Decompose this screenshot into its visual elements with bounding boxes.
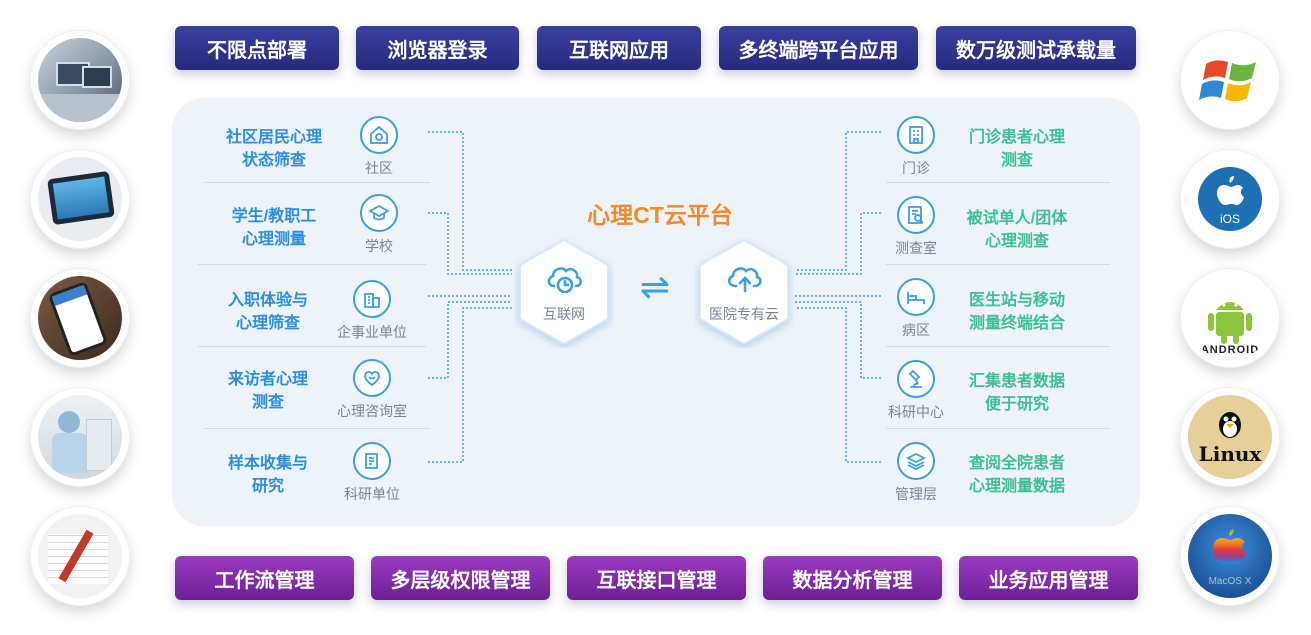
feature-pill-bottom[interactable]: 数据分析管理	[763, 556, 942, 600]
internet-node[interactable]: 互联网	[514, 236, 614, 348]
feature-pill-top[interactable]: 浏览器登录	[356, 26, 519, 70]
ios-logo: iOS	[1181, 150, 1279, 248]
feature-pill-top[interactable]: 互联网应用	[537, 26, 701, 70]
exchange-arrows-icon: ⇌	[639, 266, 671, 307]
research-center-icon	[897, 360, 935, 398]
left-item-title: 学生/教职工心理测量	[231, 208, 317, 248]
linux-logo: Linux	[1181, 388, 1279, 486]
clinic-icon	[897, 116, 935, 154]
management-icon	[897, 442, 935, 480]
rainbow-apple-icon	[1213, 529, 1246, 564]
left-item-title: 样本收集与研究	[227, 455, 308, 495]
test-room-icon	[897, 196, 935, 234]
divider	[886, 428, 1110, 429]
office-photo	[31, 31, 129, 129]
divider	[886, 182, 1110, 183]
left-item-icon-group: 学校	[339, 194, 419, 256]
right-item-title: 查阅全院患者心理测量数据	[968, 455, 1065, 495]
feature-pill-top[interactable]: 数万级测试承载量	[936, 26, 1136, 70]
apple-icon	[1217, 176, 1244, 205]
community-icon	[360, 116, 398, 154]
divider	[886, 264, 1110, 265]
right-item-title: 被试单人/团体心理测查	[966, 210, 1068, 250]
smartphone-photo	[31, 269, 129, 367]
feature-pill-top[interactable]: 不限点部署	[175, 26, 339, 70]
left-item-title: 社区居民心理状态筛查	[225, 129, 322, 169]
divider	[198, 264, 426, 265]
enterprise-icon	[353, 280, 391, 318]
right-item-title: 门诊患者心理测查	[968, 129, 1065, 169]
left-item-title: 入职体验与心理筛查	[227, 292, 308, 332]
right-item-title: 医生站与移动测量终端结合	[968, 292, 1065, 332]
lab-photo	[31, 388, 129, 486]
feature-pill-bottom[interactable]: 工作流管理	[175, 556, 354, 600]
macos-logo: MacOS X	[1181, 507, 1279, 605]
right-item-icon-group: 门诊	[876, 116, 956, 178]
feature-pill-bottom[interactable]: 多层级权限管理	[371, 556, 550, 600]
windows-logo	[1181, 31, 1279, 129]
left-item-title: 来访者心理测查	[227, 371, 308, 411]
divider	[204, 182, 430, 183]
ward-icon	[897, 278, 935, 316]
counseling-icon	[353, 359, 391, 397]
right-item-icon-group: 科研中心	[876, 360, 956, 422]
left-item-icon-group: 社区	[339, 116, 419, 178]
right-item-icon-group: 测查室	[876, 196, 956, 258]
school-icon	[360, 194, 398, 232]
right-item-icon-group: 管理层	[876, 442, 956, 504]
left-item-icon-group: 企事业单位	[332, 280, 412, 342]
platform-panel	[172, 98, 1140, 526]
android-robot-icon	[1208, 302, 1252, 344]
divider	[204, 428, 430, 429]
writing-photo	[31, 507, 129, 605]
left-item-icon-group: 科研单位	[332, 442, 412, 504]
platform-title: 心理CT云平台	[587, 202, 733, 228]
research-unit-icon	[353, 442, 391, 480]
tablet-photo	[31, 150, 129, 248]
right-item-title: 汇集患者数据便于研究	[968, 373, 1065, 413]
feature-pill-bottom[interactable]: 业务应用管理	[959, 556, 1138, 600]
divider	[886, 346, 1110, 347]
feature-pill-top[interactable]: 多终端跨平台应用	[719, 26, 918, 70]
left-item-icon-group: 心理咨询室	[332, 359, 412, 421]
right-item-icon-group: 病区	[876, 278, 956, 340]
hospital-cloud-node[interactable]: 医院专有云	[694, 236, 794, 348]
feature-pill-bottom[interactable]: 互联接口管理	[567, 556, 746, 600]
android-logo: ANDROID	[1181, 269, 1279, 367]
tux-penguin-icon	[1219, 412, 1241, 438]
divider	[198, 346, 426, 347]
